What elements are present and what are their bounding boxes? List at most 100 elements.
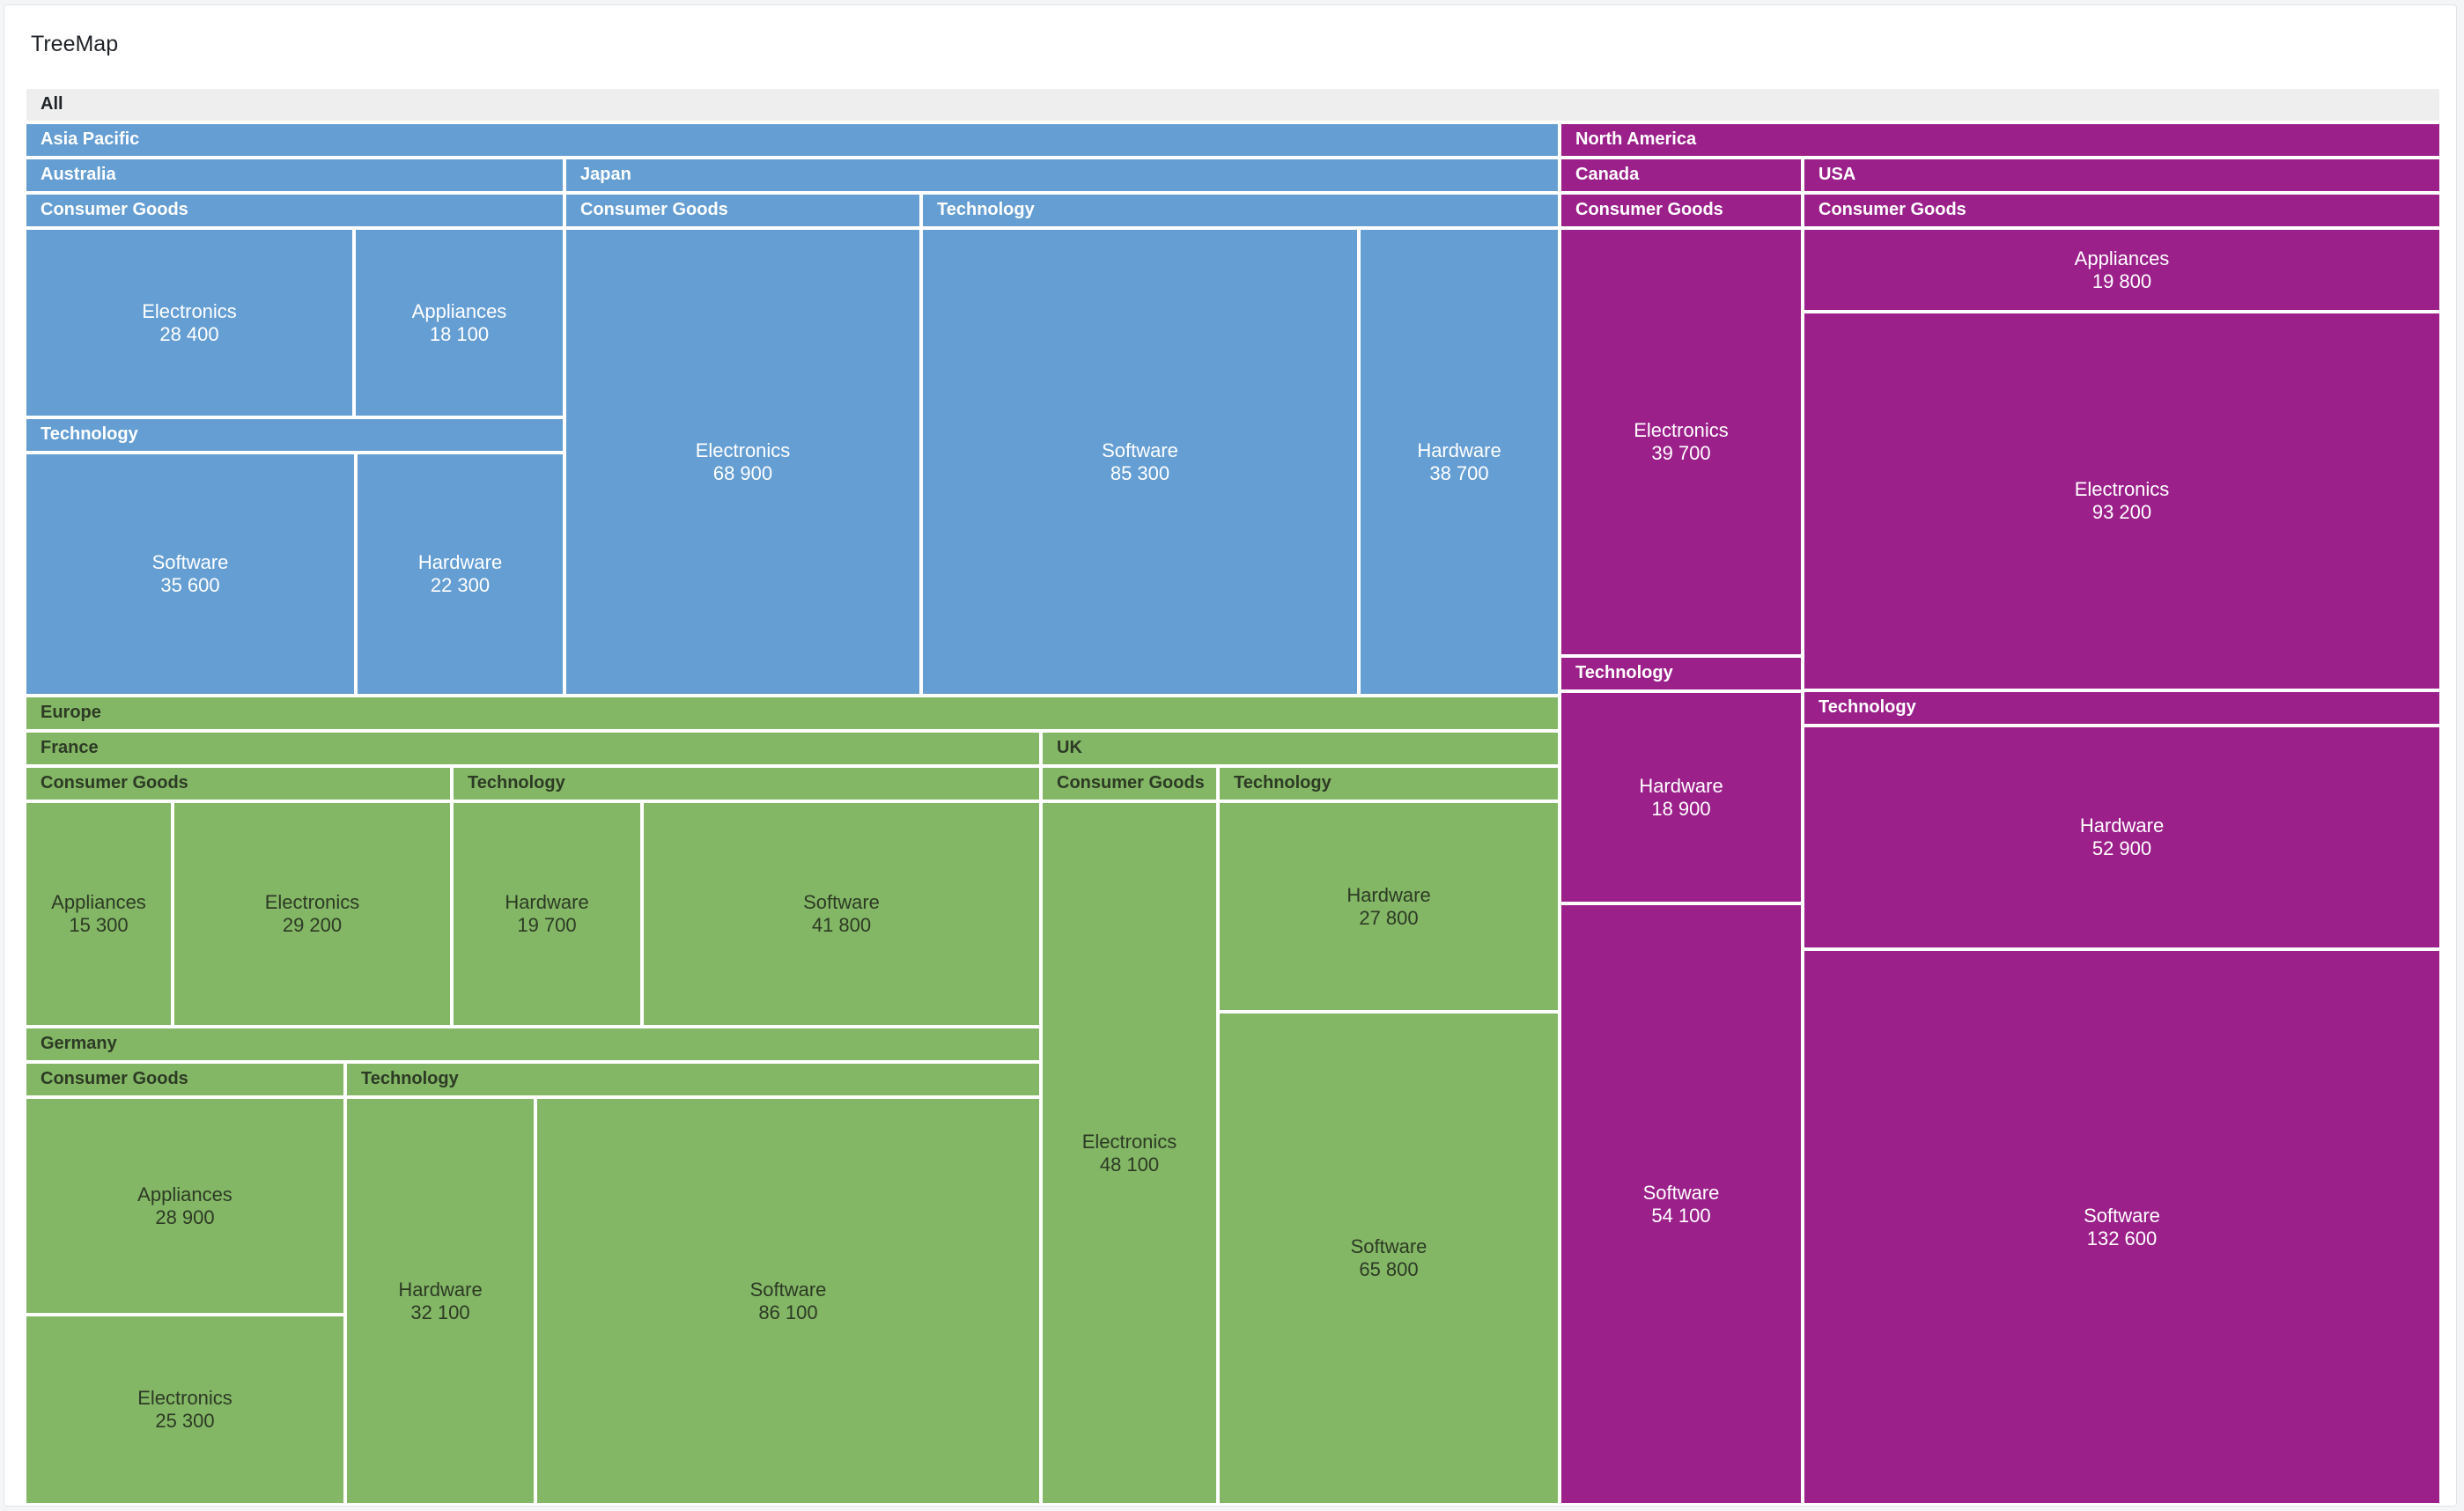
leaf-value: 86 100 — [758, 1301, 818, 1323]
leaf-name: Software — [1102, 439, 1178, 461]
leaf-value: 27 800 — [1359, 906, 1419, 929]
leaf-name: Hardware — [1346, 883, 1431, 906]
leaf-value: 28 900 — [155, 1205, 215, 1228]
leaf-value: 32 100 — [410, 1301, 470, 1323]
leaf-value: 93 200 — [2091, 501, 2152, 523]
leaf-value: 38 700 — [1429, 461, 1489, 484]
leaf-name: Appliances — [51, 891, 146, 913]
leaf-value: 39 700 — [1651, 442, 1711, 464]
leaf-name: Hardware — [398, 1278, 483, 1301]
leaf-name: Appliances — [411, 299, 507, 322]
country-header-germany[interactable]: Germany — [26, 1028, 1039, 1060]
leaf-name: Electronics — [2074, 478, 2170, 500]
leaf-value: 28 400 — [159, 322, 219, 345]
leaf-name: Software — [2084, 1204, 2160, 1227]
leaf-value: 54 100 — [1651, 1204, 1711, 1227]
leaf-value: 48 100 — [1099, 1153, 1160, 1176]
leaf-name: Electronics — [695, 439, 791, 461]
country-header-australia[interactable]: Australia — [26, 159, 563, 191]
leaf-value: 35 600 — [160, 574, 220, 596]
region-header-north-america[interactable]: North America — [1561, 124, 2439, 156]
category-header-japan-consumer-goods[interactable]: Consumer Goods — [566, 195, 919, 226]
category-header-uk-technology[interactable]: Technology — [1220, 768, 1558, 800]
leaf-value: 18 900 — [1651, 797, 1711, 820]
leaf-name: Electronics — [137, 1387, 232, 1409]
category-header-germany-technology[interactable]: Technology — [347, 1064, 1039, 1095]
category-header-france-technology[interactable]: Technology — [454, 768, 1039, 800]
leaf-value: 15 300 — [69, 914, 129, 936]
leaf-name: Electronics — [1081, 1130, 1177, 1153]
leaf-name: Hardware — [417, 551, 503, 573]
leaf-name: Software — [749, 1278, 827, 1301]
leaf-value: 52 900 — [2091, 837, 2152, 859]
category-header-usa-consumer-goods[interactable]: Consumer Goods — [1804, 195, 2439, 226]
root-header[interactable]: All — [26, 89, 2439, 121]
category-header-germany-consumer-goods[interactable]: Consumer Goods — [26, 1064, 343, 1095]
leaf-value: 68 900 — [712, 461, 773, 484]
category-header-japan-technology[interactable]: Technology — [923, 195, 1558, 226]
leaf-name: Software — [1642, 1181, 1720, 1204]
category-header-canada-technology[interactable]: Technology — [1561, 658, 1801, 689]
leaf-name: Appliances — [137, 1183, 232, 1205]
leaf-value: 41 800 — [811, 914, 872, 936]
region-header-asia-pacific[interactable]: Asia Pacific — [26, 124, 1558, 156]
country-header-uk[interactable]: UK — [1043, 733, 1558, 764]
leaf-value: 25 300 — [155, 1410, 215, 1432]
category-header-france-consumer-goods[interactable]: Consumer Goods — [26, 768, 450, 800]
category-header-uk-consumer-goods[interactable]: Consumer Goods — [1043, 768, 1216, 800]
leaf-value: 19 800 — [2091, 269, 2152, 292]
leaf-name: Electronics — [1634, 419, 1729, 441]
country-header-usa[interactable]: USA — [1804, 159, 2439, 191]
leaf-value: 22 300 — [430, 574, 491, 596]
leaf-value: 18 100 — [429, 322, 490, 345]
leaf-name: Hardware — [1639, 774, 1723, 797]
leaf-name: Hardware — [505, 891, 589, 913]
category-header-australia-technology[interactable]: Technology — [26, 419, 563, 451]
category-header-canada-consumer-goods[interactable]: Consumer Goods — [1561, 195, 1801, 226]
country-header-canada[interactable]: Canada — [1561, 159, 1801, 191]
category-header-usa-technology[interactable]: Technology — [1804, 692, 2439, 724]
leaf-value: 29 200 — [282, 914, 343, 936]
country-header-japan[interactable]: Japan — [566, 159, 1558, 191]
leaf-name: Hardware — [2079, 814, 2165, 837]
category-header-australia-consumer-goods[interactable]: Consumer Goods — [26, 195, 563, 226]
leaf-name: Electronics — [264, 891, 360, 913]
leaf-value: 85 300 — [1110, 461, 1170, 484]
leaf-name: Hardware — [1417, 439, 1501, 461]
leaf-name: Appliances — [2074, 247, 2170, 269]
leaf-value: 65 800 — [1359, 1258, 1419, 1280]
leaf-name: Software — [803, 891, 880, 913]
region-header-europe[interactable]: Europe — [26, 697, 1558, 729]
leaf-name: Software — [151, 551, 229, 573]
country-header-france[interactable]: France — [26, 733, 1039, 764]
card-title: TreeMap — [31, 32, 119, 56]
leaf-value: 19 700 — [517, 914, 577, 936]
leaf-value: 132 600 — [2086, 1227, 2158, 1249]
